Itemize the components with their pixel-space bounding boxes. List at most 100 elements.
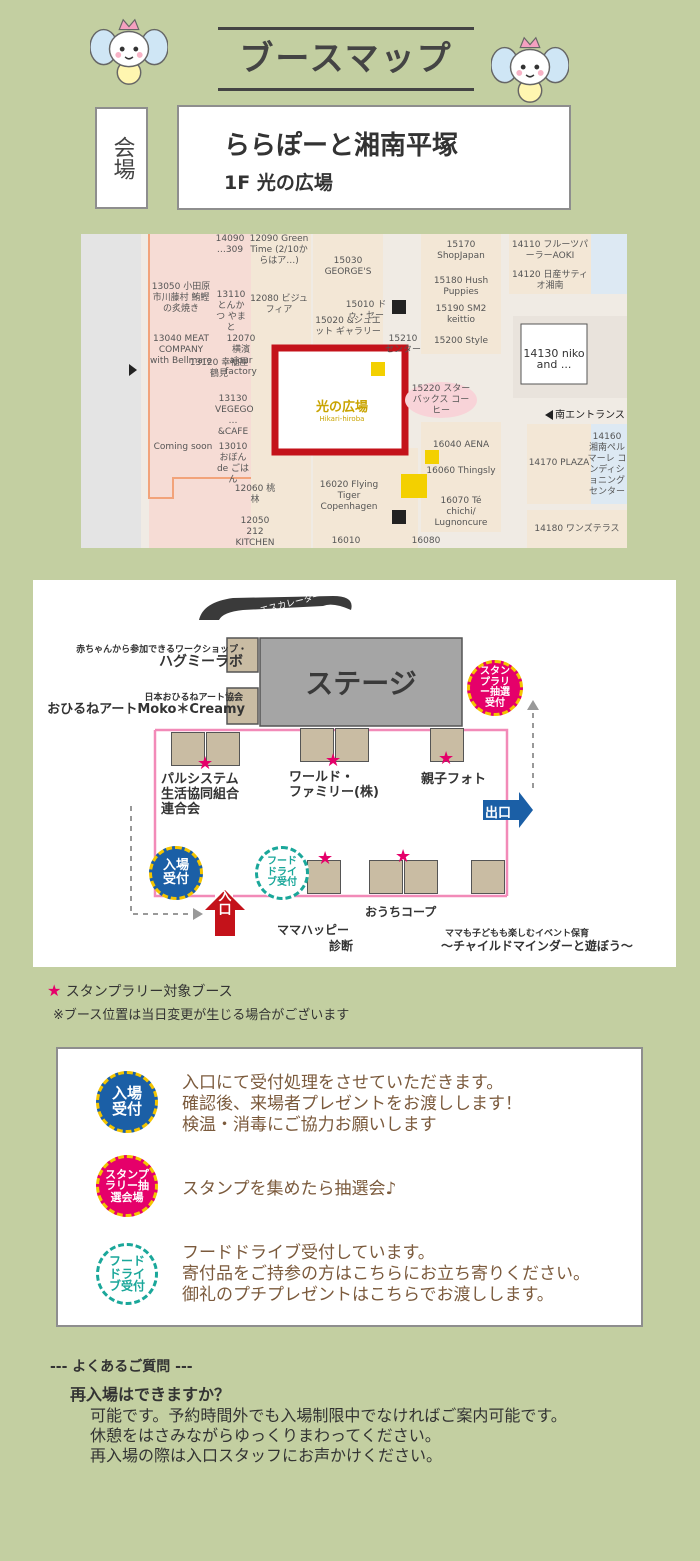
venue-floor: 1F 光の広場 (224, 172, 333, 194)
booth-oyako[interactable] (430, 728, 464, 762)
stage-label: ステージ (305, 667, 417, 700)
ouchi-label: おうちコープ (365, 905, 437, 919)
shop-label: 15220 スターバックス コーヒー (411, 384, 471, 416)
info-box: 入場受付 入口にて受付処理をさせていただきます。 確認後、来場者プレゼントをお渡… (56, 1047, 643, 1327)
booth-map: ステージ エスカレーター ★ ★ ★ ★ ★ 赤ちゃんから参加できるワークショッ… (33, 580, 676, 967)
fairy-mascot-left-icon (90, 18, 168, 85)
shop-label: Coming soon (153, 442, 213, 452)
shop-label: 南エントランス (555, 410, 625, 421)
workshop-name-label: ハグミーラボ (159, 654, 243, 670)
food-drive-badge: フードドライブ受付 (255, 846, 309, 900)
shop-label: 15180 Hush Puppies (433, 276, 489, 297)
stamp-star-icon: ★ (317, 848, 334, 869)
shop-label: 13130 VEGEGO …&CAFE (215, 394, 254, 437)
shop-label: 12070 横濱 ajour factory (225, 334, 257, 377)
food-info-line-1: フードドライブ受付しています。 (182, 1243, 435, 1263)
shop-label: 15210 センター (384, 334, 421, 355)
stamp-star-icon: ★ (47, 981, 62, 1000)
mama-label-1: ママハッピー (277, 923, 350, 937)
shop-label: 13120 幸福屋 鶴見 (189, 358, 249, 379)
faq-answer-line-3: 再入場の際は入口スタッフにお声かけください。 (90, 1446, 443, 1465)
entry-info-line-3: 検温・消毒にご協力お願いします (182, 1115, 437, 1135)
stamp-star-icon: ★ (438, 748, 455, 769)
shop-label: 14130 niko and ... (523, 347, 585, 371)
shop-label: 14090 …309 (215, 234, 245, 255)
pal-label-1: パルシステム (161, 772, 239, 787)
stamp-lottery-badge: スタンプラリー抽選受付 (467, 660, 523, 716)
oyako-label: 親子フォト (421, 772, 487, 787)
shop-label: 15170 ShopJapan (437, 240, 485, 261)
stamp-star-icon: ★ (395, 846, 412, 867)
stamp-star-icon: ★ (197, 753, 214, 774)
faq-answer-line-2: 休憩をはさみながらゆっくりまわってください。 (90, 1426, 441, 1445)
booth-pal-1[interactable] (171, 732, 205, 766)
shop-label: 16060 Thingsly (426, 466, 496, 476)
hoiku-name-label: 〜チャイルドマインダーと遊ぼう〜 (441, 939, 633, 953)
hoiku-sub-label: ママも子どもも楽しむイベント保育 (445, 929, 590, 939)
entry-info-line-1: 入口にて受付処理をさせていただきます。 (182, 1073, 504, 1093)
stamp-info-line: スタンプを集めたら抽選会♪ (182, 1179, 397, 1199)
hikari-hiroba-highlight[interactable]: 光の広場 Hikari-hiroba (297, 396, 387, 423)
shop-label: 16040 AENA (432, 440, 490, 450)
booth-ouchi-1[interactable] (369, 860, 403, 894)
shop-label: 16070 Té chichi/ Lugnoncure (434, 496, 488, 528)
stamp-lottery-badge: スタンプラリー抽選会場 (96, 1155, 158, 1217)
venue-label: 会場 (95, 107, 148, 209)
venue-name: ららぽーと湘南平塚 (224, 131, 459, 161)
highlight-title: 光の広場 (315, 400, 368, 415)
food-drive-badge: フードドライブ受付 (96, 1243, 158, 1305)
area-map: 14090 …309 12090 Green Time (2/10からはア…) … (81, 234, 627, 548)
booth-map-graphics (130, 596, 539, 936)
ohirune-sub-label: 日本おひるねアート協会 (144, 693, 243, 703)
entry-reception-badge: 入場受付 (149, 846, 203, 900)
venue-box: ららぽーと湘南平塚 1F 光の広場 (177, 105, 571, 210)
shop-label: 15190 SM2 keittio (435, 304, 487, 325)
faq-question: 再入場はできますか？ (70, 1385, 231, 1404)
shop-label: 12060 桃林 (234, 484, 276, 505)
shop-label: 14110 フルーツパーラーAOKI (511, 240, 589, 261)
shop-label: 16080 (411, 536, 441, 546)
shop-label: 13040 MEAT COMPANY with Bellmare (150, 334, 212, 366)
shop-label: 15010 ドゥ・セー (345, 300, 387, 321)
faq-answer-line-1: 可能です。予約時間外でも入場制限中でなければご案内可能です。 (90, 1406, 567, 1425)
entrance-label: 入口 (218, 889, 232, 918)
shop-label: 14180 ワンズテラス (534, 524, 620, 534)
shop-label: 15020 &シュエット ギャラリー (315, 316, 381, 337)
shop-label: 12090 Green Time (2/10からはア…) (249, 234, 309, 266)
fairy-mascot-right-icon (491, 36, 569, 103)
legend-note: ※ブース位置は当日変更が生じる場合がございます (53, 1008, 350, 1023)
shop-label: 16020 Flying Tiger Copenhagen (319, 480, 379, 512)
shop-label: 15030 GEORGE'S (324, 256, 372, 277)
booth-mama[interactable] (307, 860, 341, 894)
shop-label: 13010 おぼんde ごはん (216, 442, 250, 485)
stamp-star-icon: ★ (325, 750, 342, 771)
shop-label: 12050 212 KITCHEN (235, 516, 275, 548)
shop-label: 14120 日産サティオ湘南 (512, 270, 588, 291)
exit-label: 出口 (485, 806, 512, 821)
world-label-1: ワールド・ (289, 770, 355, 785)
faq-heading: --- よくあるご質問 --- (50, 1359, 193, 1375)
workshop-sub-label: 赤ちゃんから参加できるワークショップ・ (76, 645, 247, 655)
legend-star-label: スタンプラリー対象ブース (65, 984, 233, 1000)
food-info-line-3: 御礼のプチプレゼントはこちらでお渡しします。 (182, 1285, 554, 1305)
entry-reception-badge: 入場受付 (96, 1071, 158, 1133)
shop-label: 15200 Style (433, 336, 489, 346)
world-label-2: ファミリー(株) (289, 785, 379, 800)
booth-hoiku[interactable] (471, 860, 505, 894)
entry-info-line-2: 確認後、来場者プレゼントをお渡しします！ (182, 1094, 522, 1114)
booth-pal-2[interactable] (206, 732, 240, 766)
booth-ouchi-2[interactable] (404, 860, 438, 894)
shop-label: 13110 とんかつ やまと (216, 290, 246, 333)
area-map-background (81, 234, 627, 548)
shop-label: 16010 (331, 536, 361, 546)
booth-world-2[interactable] (335, 728, 369, 762)
pal-label-3: 連合会 (161, 802, 201, 817)
shop-label: 14160 湘南ぺルマーレ コンディショニング センター (587, 432, 627, 497)
ohirune-name-label: おひるねアートMoko＊Creamy (47, 702, 245, 717)
shop-label: 12080 ビジュフィア (250, 294, 308, 315)
food-info-line-2: 寄付品をご持参の方はこちらにお立ち寄りください。 (182, 1264, 590, 1284)
shop-label: 14170 PLAZA (528, 458, 590, 468)
mama-label-2: 診断 (329, 939, 354, 953)
shop-label: 13050 小田原市川藤村 鮪鰹の炙焼き (151, 282, 211, 314)
booth-world-1[interactable] (300, 728, 334, 762)
